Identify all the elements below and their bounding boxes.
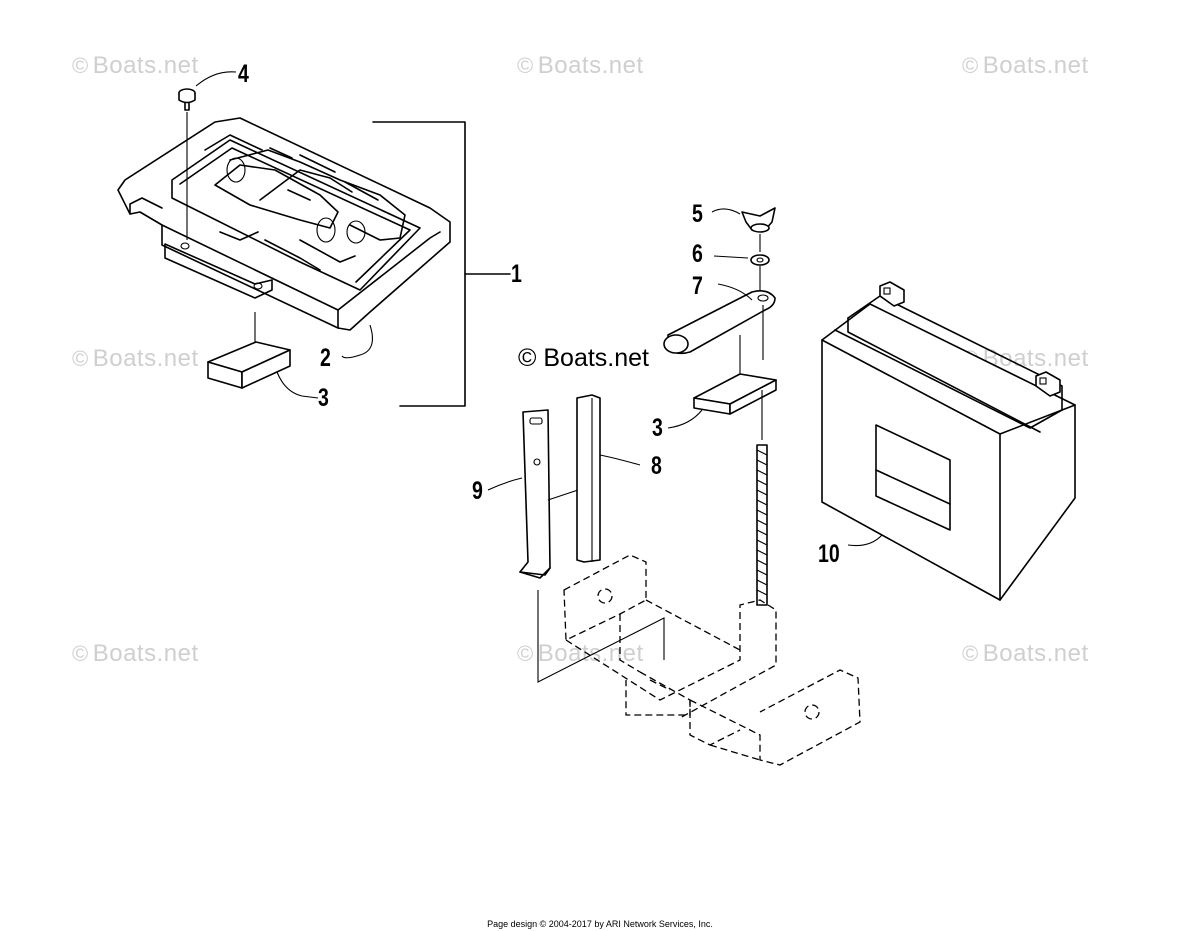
battery-part (821, 281, 1076, 601)
watermark: ©Boats.net (72, 640, 199, 667)
callout-2: 2 (320, 344, 331, 372)
group-bracket (372, 121, 466, 407)
callout-1: 1 (511, 260, 522, 288)
callout-6: 6 (692, 240, 703, 268)
strap-part (663, 283, 776, 380)
hold-down-rod (756, 390, 768, 606)
pad-part-right (667, 373, 777, 429)
pad-part-left (207, 312, 291, 389)
washer-part (713, 254, 770, 290)
screw-part (178, 88, 196, 240)
watermark: ©Boats.net (72, 345, 199, 372)
copyright-footer: Page design © 2004-2017 by ARI Network S… (487, 919, 713, 929)
callout-4: 4 (238, 60, 249, 88)
callout-3: 3 (318, 384, 329, 412)
callout-5: 5 (692, 200, 703, 228)
pad-strip-part (576, 394, 641, 563)
wing-nut-part (711, 207, 776, 252)
callout-10: 10 (818, 540, 840, 568)
watermark: ©Boats.net (962, 640, 1089, 667)
bracket-part (487, 409, 579, 579)
watermark: ©Boats.net (517, 52, 644, 79)
callout-7: 7 (692, 272, 703, 300)
center-watermark: © Boats.net (518, 344, 649, 372)
watermark: ©Boats.net (962, 52, 1089, 79)
callout-8: 8 (651, 452, 662, 480)
watermark: ©Boats.net (517, 640, 644, 667)
watermark: ©Boats.net (72, 52, 199, 79)
battery-holder-reference (563, 554, 861, 766)
callout-3-right: 3 (652, 414, 663, 442)
callout-9: 9 (472, 477, 483, 505)
tool-tray-part (117, 117, 451, 331)
